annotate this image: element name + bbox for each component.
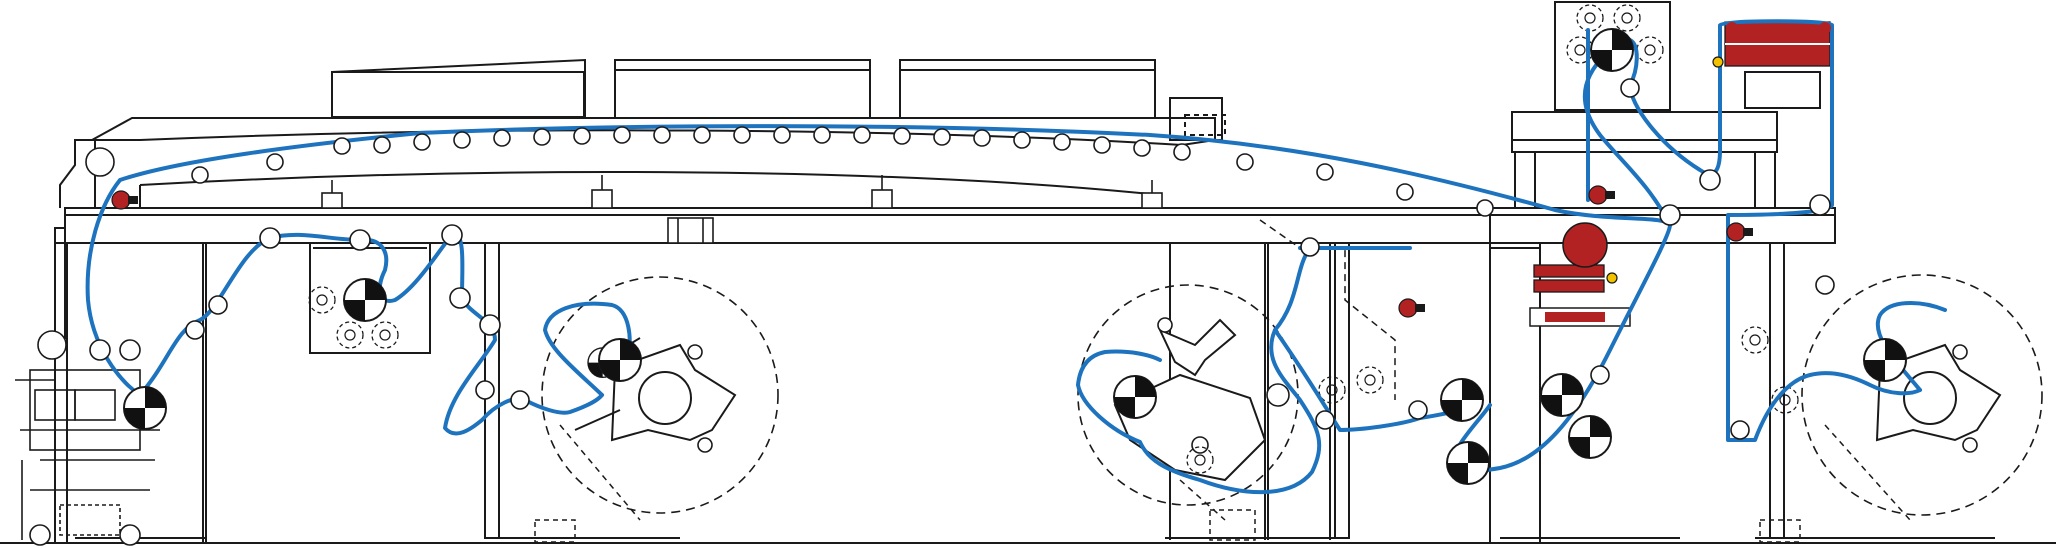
dancer-roller-icon (111, 22, 1831, 318)
splice-unit-icon (1529, 21, 1831, 327)
turret-rewinder-icon (1759, 274, 2043, 543)
web-path (85, 19, 1947, 495)
machine-frame (54, 139, 1836, 544)
turret-unwinder-icon (534, 276, 779, 543)
roller-icon (85, 78, 1835, 440)
right-tower (1489, 1, 1821, 543)
edge-guide-icon (15, 330, 160, 546)
tension-sensor-icon (1606, 56, 1724, 284)
floor-line (0, 537, 2056, 544)
tunnel-nozzles (321, 175, 1163, 244)
drive-roller-icon (123, 28, 1907, 485)
